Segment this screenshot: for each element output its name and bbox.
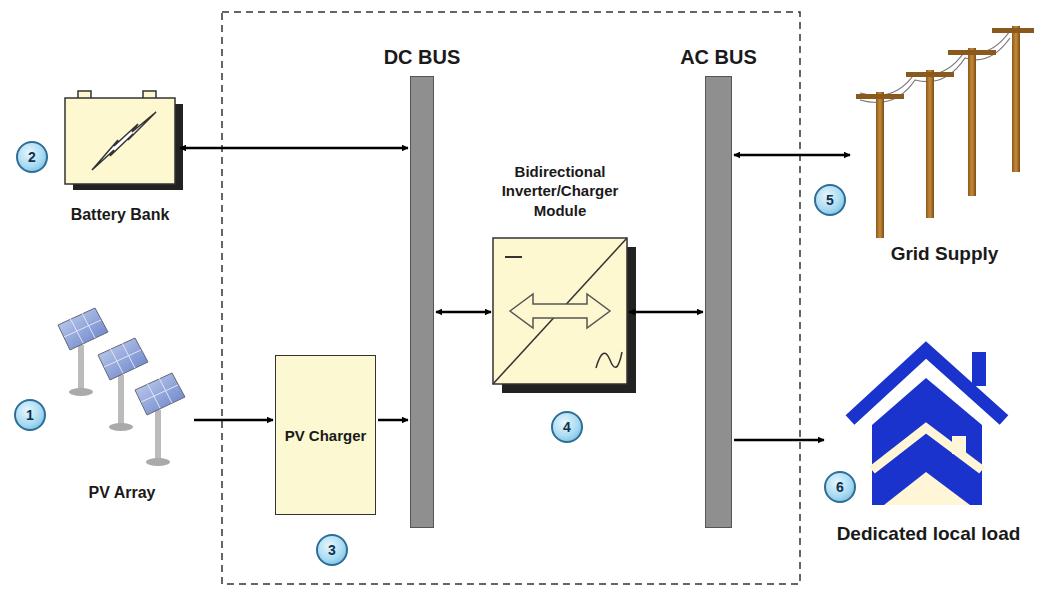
dc-bus: DC BUS [410,76,434,528]
module-label: Bidirectional Inverter/Charger Module [475,162,645,221]
inverter-icon [493,238,636,393]
local-load: Dedicated local load [826,345,1031,545]
callout-number: 5 [814,184,846,216]
house-icon [850,350,1004,505]
grid-supply: Grid Supply [852,20,1037,265]
battery-bank: Battery Bank [62,92,178,224]
power-flow-arrow [194,419,273,422]
callout-number: 3 [316,534,348,566]
callout-number: 1 [14,399,46,431]
battery-icon [65,91,183,190]
power-flow-arrow [436,311,491,314]
pv-charger: PV Charger [275,355,376,515]
callout-number: 4 [551,411,583,443]
power-flow-arrow [629,311,703,314]
node-label: Dedicated local load [826,523,1031,545]
power-flow-arrow [378,419,408,422]
system-boundary [222,12,800,584]
power-flow-arrow [734,439,824,442]
pv-array: PV Array [52,300,192,502]
bus-label: DC BUS [384,46,461,69]
power-flow-arrow [734,154,850,157]
node-label: Grid Supply [852,243,1037,265]
callout-number: 2 [16,141,48,173]
node-label: PV Charger [285,427,367,444]
callout-number: 6 [824,471,856,503]
utility-poles [856,26,1034,238]
inverter-charger-module: Bidirectional Inverter/Charger Module [493,238,627,384]
bus-label: AC BUS [680,46,757,69]
ac-bus: AC BUS [705,76,732,528]
power-flow-arrow [180,147,408,150]
pv-panels [58,308,185,466]
node-label: Battery Bank [62,206,178,224]
node-label: PV Array [52,484,192,502]
